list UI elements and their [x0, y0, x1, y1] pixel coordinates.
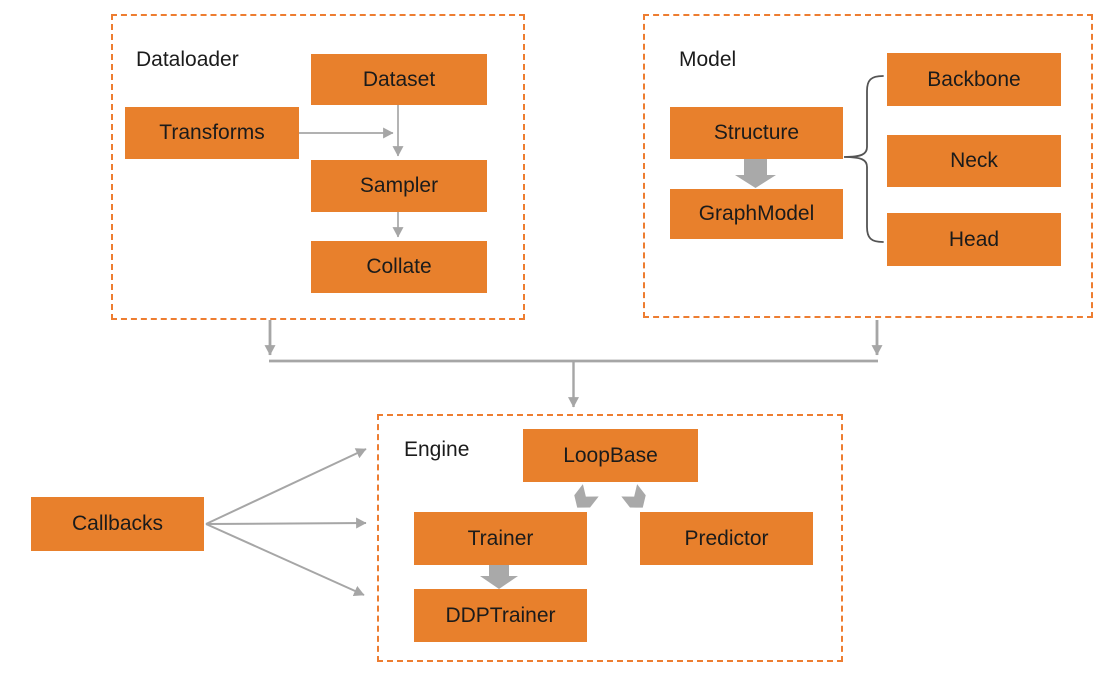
- group-engine-label: Engine: [404, 438, 470, 461]
- group-model: [643, 14, 1093, 318]
- node-callbacks-label: Callbacks: [71, 512, 164, 535]
- group-dataloader: [111, 14, 525, 320]
- node-sampler-label: Sampler: [359, 174, 439, 197]
- node-ddptrainer-label: DDPTrainer: [445, 603, 556, 627]
- node-graphmodel-label: GraphModel: [698, 202, 815, 225]
- arrow-callbacks-engine-top: [205, 448, 367, 525]
- node-transforms-label: Transforms: [159, 121, 265, 144]
- node-callbacks: Callbacks: [31, 497, 204, 551]
- arrow-callbacks-engine-mid: [205, 517, 367, 529]
- group-engine: [377, 414, 843, 662]
- node-trainer: Trainer: [414, 512, 587, 565]
- node-backbone-label: Backbone: [927, 67, 1021, 91]
- node-ddptrainer: DDPTrainer: [414, 589, 587, 642]
- node-structure: Structure: [670, 107, 843, 159]
- node-dataset-label: Dataset: [362, 67, 436, 91]
- node-loopbase: LoopBase: [523, 429, 698, 482]
- node-transforms: Transforms: [125, 107, 299, 159]
- group-model-label: Model: [679, 48, 737, 71]
- node-predictor-label: Predictor: [684, 526, 769, 550]
- node-head: Head: [887, 213, 1061, 266]
- node-collate: Collate: [311, 241, 487, 293]
- node-sampler: Sampler: [311, 160, 487, 212]
- node-graphmodel: GraphModel: [670, 189, 843, 239]
- node-neck: Neck: [887, 135, 1061, 187]
- node-backbone: Backbone: [887, 53, 1061, 106]
- node-loopbase-label: LoopBase: [563, 443, 658, 467]
- group-dataloader-label: Dataloader: [136, 48, 239, 71]
- node-neck-label: Neck: [950, 149, 998, 172]
- node-head-label: Head: [948, 227, 1000, 251]
- node-predictor: Predictor: [640, 512, 813, 565]
- node-structure-label: Structure: [713, 121, 800, 144]
- arrow-callbacks-engine-bottom: [205, 523, 365, 596]
- node-dataset: Dataset: [311, 54, 487, 105]
- node-collate-label: Collate: [366, 255, 432, 278]
- node-trainer-label: Trainer: [467, 526, 534, 550]
